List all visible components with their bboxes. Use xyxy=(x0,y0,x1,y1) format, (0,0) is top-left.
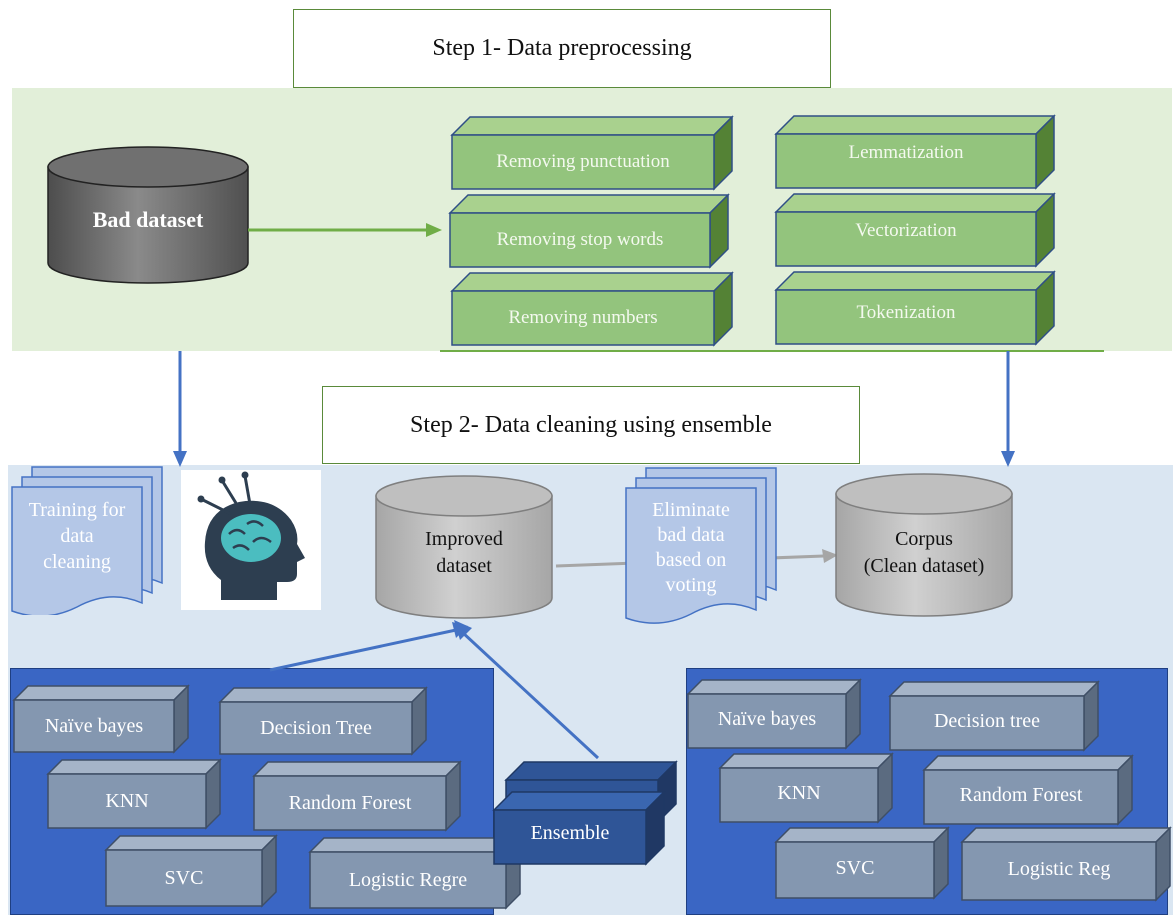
left-knn-label: KNN xyxy=(105,789,149,812)
bad-dataset-cylinder: Bad dataset xyxy=(46,145,250,285)
right-svc-box: SVC xyxy=(774,826,950,900)
vectorization-box: Vectorization xyxy=(774,192,1056,268)
left-svc-box: SVC xyxy=(104,834,278,908)
right-knn-box: KNN xyxy=(718,752,894,824)
corpus-line-2: (Clean dataset) xyxy=(863,555,985,577)
improved-dataset-cylinder: Improved dataset xyxy=(374,474,554,622)
left-naive-bayes-label: Naïve bayes xyxy=(44,714,144,737)
training-line-3: cleaning xyxy=(43,551,111,573)
right-knn-label: KNN xyxy=(777,781,821,804)
corpus-cylinder: Corpus (Clean dataset) xyxy=(834,472,1014,620)
removing-punctuation-label: Removing punctuation xyxy=(496,151,670,172)
right-random-forest-label: Random Forest xyxy=(959,783,1083,806)
left-naive-bayes-box: Naïve bayes xyxy=(12,684,190,754)
arrow-down-right xyxy=(1001,351,1015,467)
improved-dataset-line-1: Improved xyxy=(425,528,503,550)
removing-stop-words-box: Removing stop words xyxy=(448,193,730,269)
eliminate-line-3: based on xyxy=(655,549,727,571)
left-svc-label: SVC xyxy=(164,866,204,889)
right-decision-tree-label: Decision tree xyxy=(933,709,1041,732)
bad-dataset-label: Bad dataset xyxy=(92,207,204,232)
training-line-1: Training for xyxy=(28,499,126,521)
training-document-stack: Training for data cleaning xyxy=(10,465,165,615)
left-knn-box: KNN xyxy=(46,758,222,830)
corpus-line-1: Corpus xyxy=(895,528,953,550)
removing-numbers-box: Removing numbers xyxy=(450,271,734,347)
eliminate-line-4: voting xyxy=(665,574,717,596)
lemmatization-label: Lemmatization xyxy=(848,142,964,163)
left-logistic-label: Logistic Regre xyxy=(348,868,468,891)
tokenization-label: Tokenization xyxy=(856,302,956,323)
eliminate-document-stack: Eliminate bad data based on voting xyxy=(624,466,779,624)
training-line-2: data xyxy=(60,525,94,547)
left-decision-tree-box: Decision Tree xyxy=(218,686,428,756)
step1-title: Step 1- Data preprocessing xyxy=(293,9,831,88)
arrow-ensemble-to-improved xyxy=(454,620,600,760)
vectorization-label: Vectorization xyxy=(855,220,957,241)
left-decision-tree-label: Decision Tree xyxy=(260,716,372,739)
removing-stop-words-label: Removing stop words xyxy=(496,229,664,250)
left-random-forest-box: Random Forest xyxy=(252,760,462,832)
arrow-down-left xyxy=(173,351,187,467)
ensemble-box: Ensemble xyxy=(492,760,684,866)
right-logistic-label: Logistic Reg xyxy=(1007,857,1111,880)
right-decision-tree-box: Decision tree xyxy=(888,680,1100,752)
removing-numbers-label: Removing numbers xyxy=(508,307,658,328)
right-naive-bayes-label: Naïve bayes xyxy=(717,707,817,730)
right-logistic-box: Logistic Reg xyxy=(960,826,1172,902)
eliminate-line-2: bad data xyxy=(657,524,725,546)
arrow-to-preprocessing xyxy=(248,223,442,237)
tokenization-box: Tokenization xyxy=(774,270,1056,346)
right-naive-bayes-box: Naïve bayes xyxy=(686,678,862,750)
ensemble-label: Ensemble xyxy=(530,821,610,844)
eliminate-line-1: Eliminate xyxy=(652,499,730,521)
right-svc-label: SVC xyxy=(835,856,875,879)
removing-punctuation-box: Removing punctuation xyxy=(450,115,734,191)
improved-dataset-line-2: dataset xyxy=(436,555,492,577)
step2-title: Step 2- Data cleaning using ensemble xyxy=(322,386,860,464)
left-random-forest-label: Random Forest xyxy=(288,791,412,814)
left-logistic-box: Logistic Regre xyxy=(308,836,522,910)
right-random-forest-box: Random Forest xyxy=(922,754,1134,826)
preprocessing-underline xyxy=(440,350,1104,352)
brain-head-icon xyxy=(181,470,321,610)
lemmatization-box: Lemmatization xyxy=(774,114,1056,190)
